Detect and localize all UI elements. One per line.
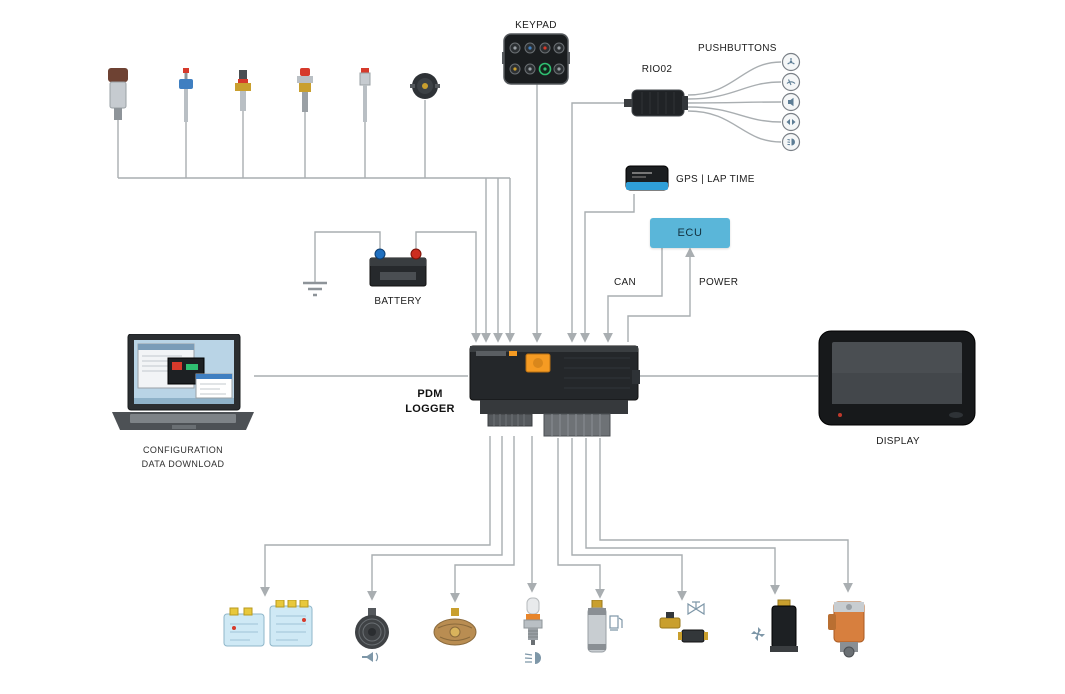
valve-glyph-icon	[687, 601, 705, 616]
output-wires	[260, 436, 853, 603]
fan-clutch-icon	[430, 606, 480, 652]
pushbutton-wires	[687, 61, 782, 143]
pushbuttons-label: PUSHBUTTONS	[698, 43, 777, 54]
laptop-caption: CONFIGURATION DATA DOWNLOAD	[141, 445, 225, 469]
pdm-top-connector	[525, 353, 551, 373]
gps-label: GPS | LAP TIME	[676, 174, 755, 185]
fuel-pump-glyph-icon	[609, 615, 623, 631]
pushbuttons-group	[778, 52, 805, 152]
keypad-buttons	[509, 42, 565, 76]
fuel-pump-icon	[578, 599, 624, 658]
temperature-sensor-icon	[350, 66, 380, 124]
horn-icon	[788, 97, 794, 107]
ecu-box: ECU	[650, 218, 730, 248]
display-label: DISPLAY	[876, 436, 920, 447]
low-beam-glyph-icon	[524, 652, 541, 664]
low-beam-icon	[787, 138, 795, 146]
pdm-bottom-connector-b	[543, 413, 611, 437]
starter-motor-icon	[826, 596, 874, 660]
power-relay-box-icon	[222, 599, 314, 652]
keypad-label: KEYPAD	[515, 20, 557, 31]
fluid-reservoir-sensor-icon	[103, 66, 133, 124]
power-label: POWER	[699, 277, 739, 288]
rio02-label: RIO02	[641, 64, 673, 75]
gps-wire	[580, 194, 635, 343]
keypad-device	[502, 32, 570, 86]
pdm-logger-device	[468, 342, 640, 438]
rotary-position-sensor-icon	[410, 66, 440, 106]
headlight-bulb-icon	[515, 596, 551, 668]
rio02-wire	[567, 102, 630, 343]
pressure-sensor-icon	[290, 66, 320, 124]
battery-wires	[314, 231, 481, 343]
fan-motor-icon	[750, 598, 800, 656]
horn-glyph-icon	[362, 652, 379, 662]
battery-positive-terminal	[410, 248, 422, 260]
battery-negative-terminal	[374, 248, 386, 260]
laptop-screen-windows	[137, 343, 233, 399]
pdm-logger-label: PDM LOGGER	[405, 388, 455, 415]
laptop	[112, 333, 254, 436]
battery	[368, 246, 428, 288]
rio02-module	[624, 84, 690, 122]
display-device	[818, 330, 976, 428]
level-sensor-icon	[228, 66, 258, 124]
sensor-wires	[117, 100, 515, 343]
wiper-icon	[786, 79, 796, 86]
battery-label: BATTERY	[374, 296, 422, 307]
power-wire	[627, 247, 695, 342]
gps-module	[624, 164, 670, 196]
can-wire	[603, 246, 663, 343]
can-label: CAN	[614, 277, 637, 288]
pdm-right-connector	[632, 370, 640, 384]
fan-glyph-icon	[751, 627, 765, 641]
turn-signal-icon	[786, 119, 796, 125]
valve-sensor-icon	[171, 66, 201, 124]
ecu-label: ECU	[677, 227, 703, 239]
horn-icon	[350, 606, 395, 668]
wires	[117, 61, 853, 603]
ground-symbol-icon	[303, 281, 327, 297]
pdm-bottom-connector-a	[487, 413, 533, 427]
fan-icon	[787, 58, 795, 65]
solenoid-valves-icon	[656, 600, 712, 656]
